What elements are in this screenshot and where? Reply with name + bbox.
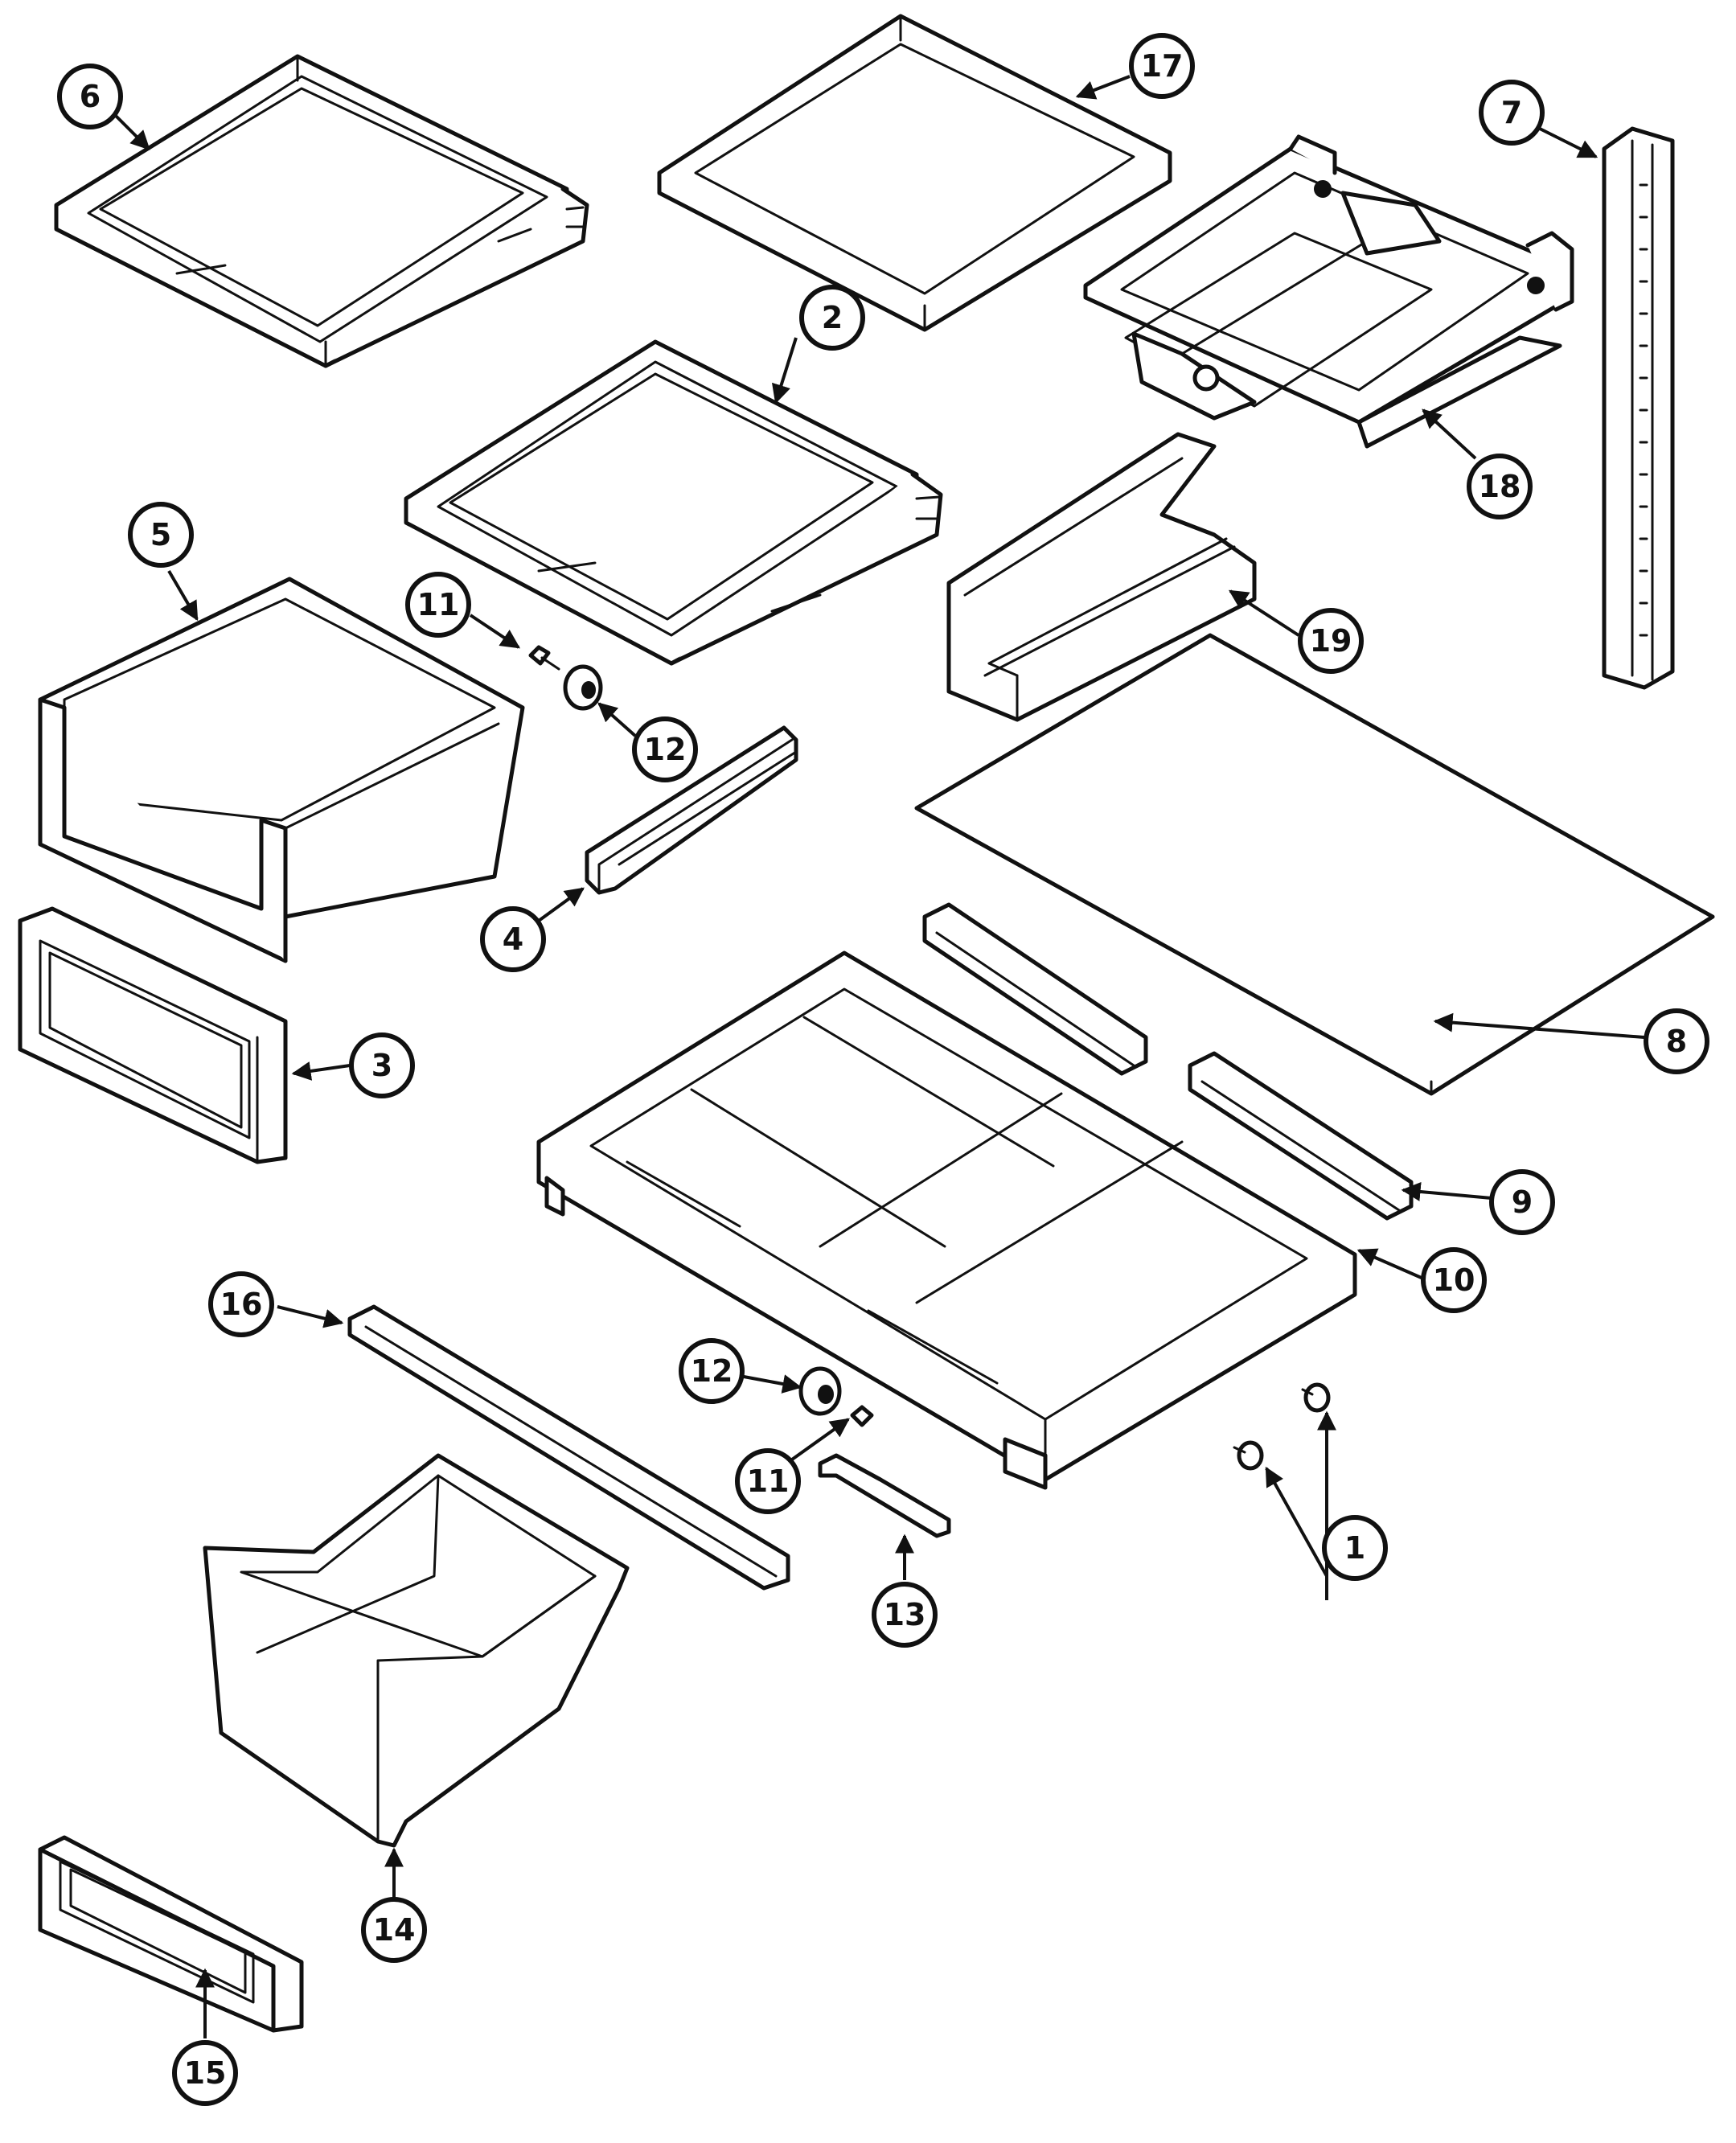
tray-support-drawing	[946, 432, 1257, 722]
callout-door-screw: 1	[1322, 1515, 1388, 1581]
shelf-ladder-rail-drawing	[1602, 126, 1675, 690]
top-shelf-drawing	[54, 54, 589, 368]
meat-drawer-drawing	[203, 1453, 630, 1848]
callouts: 1 2 3 4 5 6 7 8 9 10 11 12 12 11 13 14 1…	[57, 33, 1709, 2106]
svg-text:12: 12	[691, 1353, 733, 1389]
leader-5	[167, 569, 199, 622]
callout-slide-rail: 9	[1489, 1169, 1555, 1235]
leader-17	[1075, 75, 1131, 100]
leader-11-upper	[469, 614, 520, 649]
glass-shelf-drawing	[657, 14, 1172, 332]
slide-rail-drawing	[922, 902, 1414, 1221]
callout-upper-shelf: 2	[799, 285, 865, 351]
svg-text:13: 13	[884, 1597, 926, 1632]
door-screw-drawing	[1233, 1382, 1331, 1471]
callout-drawer-slide: 4	[480, 906, 546, 972]
callout-meat-drawer-front: 15	[172, 2040, 238, 2106]
meat-drawer-front-drawing	[38, 1835, 304, 2033]
leader-19	[1228, 589, 1300, 637]
callout-screw-lower: 11	[735, 1448, 801, 1514]
svg-text:3: 3	[371, 1048, 392, 1083]
leader-12-lower	[743, 1374, 802, 1394]
drawer-rail-drawing	[347, 1304, 790, 1591]
roller-lower-drawing	[798, 1366, 842, 1416]
svg-text:5: 5	[150, 517, 171, 552]
slide-stop-drawing	[818, 1453, 951, 1538]
screw-upper-drawing	[528, 645, 560, 671]
glass-panel-drawing	[914, 633, 1715, 1096]
callout-slide-stop: 13	[872, 1582, 938, 1648]
leader-18	[1422, 408, 1477, 460]
svg-text:6: 6	[80, 79, 101, 114]
callout-top-shelf: 6	[57, 64, 123, 129]
svg-text:4: 4	[503, 922, 523, 957]
callout-meat-drawer: 14	[361, 1897, 427, 1963]
svg-text:7: 7	[1501, 95, 1522, 130]
svg-text:9: 9	[1512, 1184, 1533, 1220]
callout-shelf-ladder-rail: 7	[1479, 80, 1545, 146]
svg-text:8: 8	[1666, 1024, 1687, 1059]
callout-roller-upper: 12	[632, 716, 698, 782]
svg-text:16: 16	[220, 1287, 263, 1322]
svg-text:11: 11	[417, 587, 460, 622]
svg-text:2: 2	[822, 300, 843, 335]
callout-flip-shelf-assembly: 18	[1467, 454, 1533, 519]
crisper-front-drawing	[18, 906, 288, 1164]
drawer-slide-drawing	[585, 725, 798, 895]
upper-shelf-drawing	[404, 339, 943, 666]
leader-11-lower	[790, 1418, 850, 1461]
svg-text:12: 12	[644, 732, 687, 767]
roller-upper-drawing	[563, 664, 603, 711]
callout-drawer-rail: 16	[208, 1271, 274, 1337]
leader-2	[771, 337, 798, 404]
leader-7	[1539, 127, 1599, 158]
svg-text:14: 14	[373, 1912, 416, 1948]
svg-text:15: 15	[184, 2055, 227, 2091]
svg-text:18: 18	[1479, 469, 1521, 504]
flip-shelf-assembly-drawing	[1083, 134, 1574, 449]
leader-4	[537, 887, 585, 922]
screw-lower-drawing	[850, 1405, 874, 1427]
leader-9	[1401, 1182, 1492, 1201]
leader-3	[291, 1061, 351, 1081]
callout-crisper-front: 3	[349, 1032, 415, 1098]
leader-6	[111, 111, 150, 150]
leader-16	[277, 1305, 344, 1328]
callout-tray-support: 19	[1298, 608, 1364, 674]
callout-glass-panel: 8	[1644, 1008, 1709, 1074]
svg-text:1: 1	[1344, 1530, 1365, 1566]
crisper-cover-frame-drawing	[536, 950, 1357, 1490]
leader-12-upper	[597, 702, 637, 737]
leader-1b	[1265, 1466, 1328, 1577]
callout-crisper-drawer: 5	[128, 502, 194, 568]
svg-text:10: 10	[1433, 1262, 1475, 1298]
svg-text:17: 17	[1141, 48, 1184, 84]
crisper-drawer-drawing	[38, 577, 525, 963]
callout-roller-lower: 12	[679, 1338, 745, 1404]
svg-text:11: 11	[747, 1464, 790, 1499]
leader-8	[1433, 1012, 1645, 1039]
leader-10	[1356, 1248, 1424, 1280]
callout-screw-upper: 11	[405, 572, 471, 638]
svg-text:19: 19	[1310, 623, 1352, 659]
callout-glass-shelf: 17	[1129, 33, 1195, 99]
leader-lines	[111, 75, 1645, 2038]
callout-crisper-cover-frame: 10	[1421, 1247, 1487, 1313]
